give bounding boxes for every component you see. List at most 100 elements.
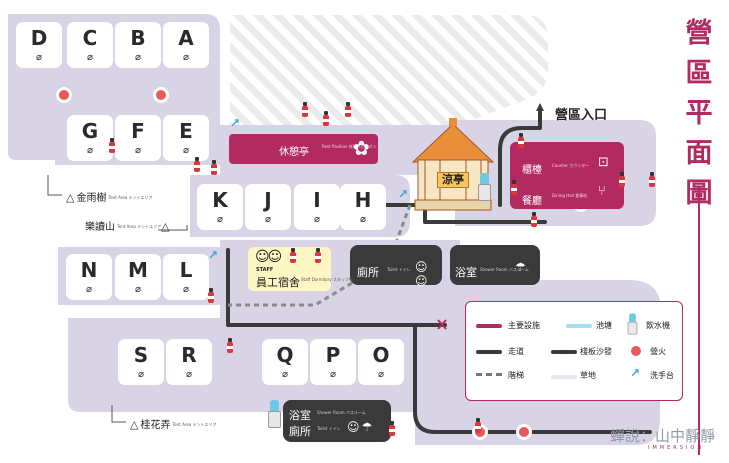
counter-label: 櫃檯 bbox=[522, 165, 542, 176]
pin-icon: ⌀ bbox=[281, 369, 289, 380]
pin-icon: ⌀ bbox=[182, 145, 190, 156]
site-E[interactable]: E⌀ bbox=[163, 115, 209, 161]
walkways bbox=[226, 110, 652, 434]
pin-icon: ⌀ bbox=[182, 284, 190, 295]
shower-sub: Shower Room バスルーム bbox=[480, 267, 529, 272]
sink-icon: ↗ bbox=[398, 187, 409, 201]
legend-fire: 營火 bbox=[650, 347, 666, 356]
staff-label: 員工宿舍 bbox=[256, 276, 300, 289]
legend-pond: 池塘 bbox=[596, 321, 612, 330]
legend-grass: 草地 bbox=[580, 371, 596, 380]
entrance-label: 營區入口 bbox=[555, 108, 608, 123]
site-A[interactable]: A⌀ bbox=[163, 22, 209, 68]
dining-sub: Dining Hall 食事処 bbox=[552, 193, 588, 198]
site-D[interactable]: D⌀ bbox=[16, 22, 62, 68]
legend-swatch-grass bbox=[551, 375, 577, 379]
site-J[interactable]: J⌀ bbox=[245, 184, 291, 230]
site-P[interactable]: P⌀ bbox=[310, 339, 356, 385]
pin-icon: ⌀ bbox=[86, 52, 94, 63]
shower-block[interactable]: 浴室 Shower Room バスルーム ☂ bbox=[450, 245, 540, 285]
site-R[interactable]: R⌀ bbox=[166, 339, 212, 385]
legend-sink: 洗手台 bbox=[650, 371, 674, 380]
tent-icon: △ bbox=[66, 191, 75, 204]
sink-icon: ↗ bbox=[630, 366, 641, 380]
people-icon: ☺☺ bbox=[415, 260, 430, 288]
sink-icon: ↗ bbox=[230, 116, 241, 130]
pin-icon: ⌀ bbox=[134, 145, 142, 156]
fire-extinguisher-icon bbox=[530, 212, 538, 227]
fire-extinguisher-icon bbox=[344, 102, 352, 117]
pin-icon: ⌀ bbox=[134, 52, 142, 63]
legend-swatch-pond bbox=[566, 324, 592, 328]
toilet-label: 廁所 bbox=[357, 266, 379, 279]
toilet-sub: Toilet トイレ bbox=[387, 267, 411, 272]
pavilion-label[interactable]: 涼亭 bbox=[437, 172, 469, 188]
legend-swatch-main bbox=[476, 324, 502, 328]
fire-extinguisher-icon bbox=[289, 248, 297, 263]
fire-extinguisher-icon bbox=[648, 172, 656, 187]
grass-area bbox=[230, 15, 548, 125]
shower-label: 浴室 bbox=[455, 266, 477, 279]
pin-icon: ⌀ bbox=[137, 369, 145, 380]
shower-toilet-block[interactable]: 浴室 Shower Room バスルーム 廁所 Toilet トイレ ☺☂ bbox=[283, 400, 391, 442]
site-H[interactable]: H⌀ bbox=[340, 184, 386, 230]
site-Q[interactable]: Q⌀ bbox=[262, 339, 308, 385]
site-N[interactable]: N⌀ bbox=[66, 254, 112, 300]
rest-pavilion[interactable]: 休憩亭 Rest Pavilion 休憩パビリオン ✿ bbox=[229, 134, 378, 164]
legend-deck: 棧板沙發 bbox=[580, 347, 612, 356]
reception-icon: ⊡ bbox=[598, 155, 609, 170]
pin-icon: ⌀ bbox=[359, 214, 367, 225]
toilet-label: 廁所 bbox=[289, 425, 311, 438]
dining-label: 餐廳 bbox=[522, 196, 542, 207]
legend-swatch-path bbox=[476, 350, 502, 354]
site-F[interactable]: F⌀ bbox=[115, 115, 161, 161]
toilet-sub: Toilet トイレ bbox=[317, 426, 341, 431]
pin-icon: ⌀ bbox=[35, 52, 43, 63]
site-M[interactable]: M⌀ bbox=[115, 254, 161, 300]
counter-sub: Counter カウンター bbox=[552, 163, 590, 168]
campfire-icon bbox=[516, 424, 532, 440]
campfire-icon bbox=[628, 343, 644, 359]
fire-extinguisher-icon bbox=[314, 248, 322, 263]
counter-dining-hall[interactable]: 櫃檯 Counter カウンター ⊡ 餐廳 Dining Hall 食事処 ⑂ bbox=[510, 142, 624, 209]
fire-extinguisher-icon bbox=[207, 288, 215, 303]
entrance-arrow bbox=[536, 103, 544, 111]
shower-sub: Shower Room バスルーム bbox=[317, 410, 366, 415]
site-I[interactable]: I⌀ bbox=[294, 184, 340, 230]
shower-label: 浴室 bbox=[289, 409, 311, 422]
campfire-icon bbox=[153, 87, 169, 103]
site-C[interactable]: C⌀ bbox=[67, 22, 113, 68]
flower-icon: ✿ bbox=[353, 136, 370, 160]
rest-pavilion-label: 休憩亭 bbox=[279, 147, 309, 158]
people-icon: ☺☂ bbox=[347, 420, 375, 434]
fire-extinguisher-icon bbox=[517, 133, 525, 148]
site-L[interactable]: L⌀ bbox=[163, 254, 209, 300]
site-K[interactable]: K⌀ bbox=[197, 184, 243, 230]
toilet-block[interactable]: 廁所 Toilet トイレ ☺☺ bbox=[350, 245, 442, 288]
title-divider bbox=[698, 190, 700, 455]
site-S[interactable]: S⌀ bbox=[118, 339, 164, 385]
fire-extinguisher-icon bbox=[193, 157, 201, 172]
stairs bbox=[228, 204, 412, 307]
site-G[interactable]: G⌀ bbox=[67, 115, 113, 161]
water-dispenser-icon bbox=[268, 400, 281, 428]
tent-icon: △ bbox=[130, 418, 139, 431]
pin-icon: ⌀ bbox=[377, 369, 385, 380]
fire-extinguisher-icon bbox=[388, 421, 396, 436]
site-O[interactable]: O⌀ bbox=[358, 339, 404, 385]
shower-icon: ☂ bbox=[515, 260, 528, 274]
map-title: 營區平面圖 bbox=[685, 18, 713, 209]
tent-icon: △ bbox=[161, 220, 170, 233]
site-B[interactable]: B⌀ bbox=[115, 22, 161, 68]
brand-logo: 蟬說：山中靜靜 IMMERSION bbox=[610, 427, 716, 451]
path-end-marker bbox=[437, 319, 447, 330]
water-dispenser-icon bbox=[627, 313, 638, 335]
pin-icon: ⌀ bbox=[329, 369, 337, 380]
fork-knife-icon: ⑂ bbox=[598, 184, 606, 199]
brand-tagline: IMMERSION bbox=[648, 445, 705, 451]
fire-extinguisher-icon bbox=[108, 138, 116, 153]
